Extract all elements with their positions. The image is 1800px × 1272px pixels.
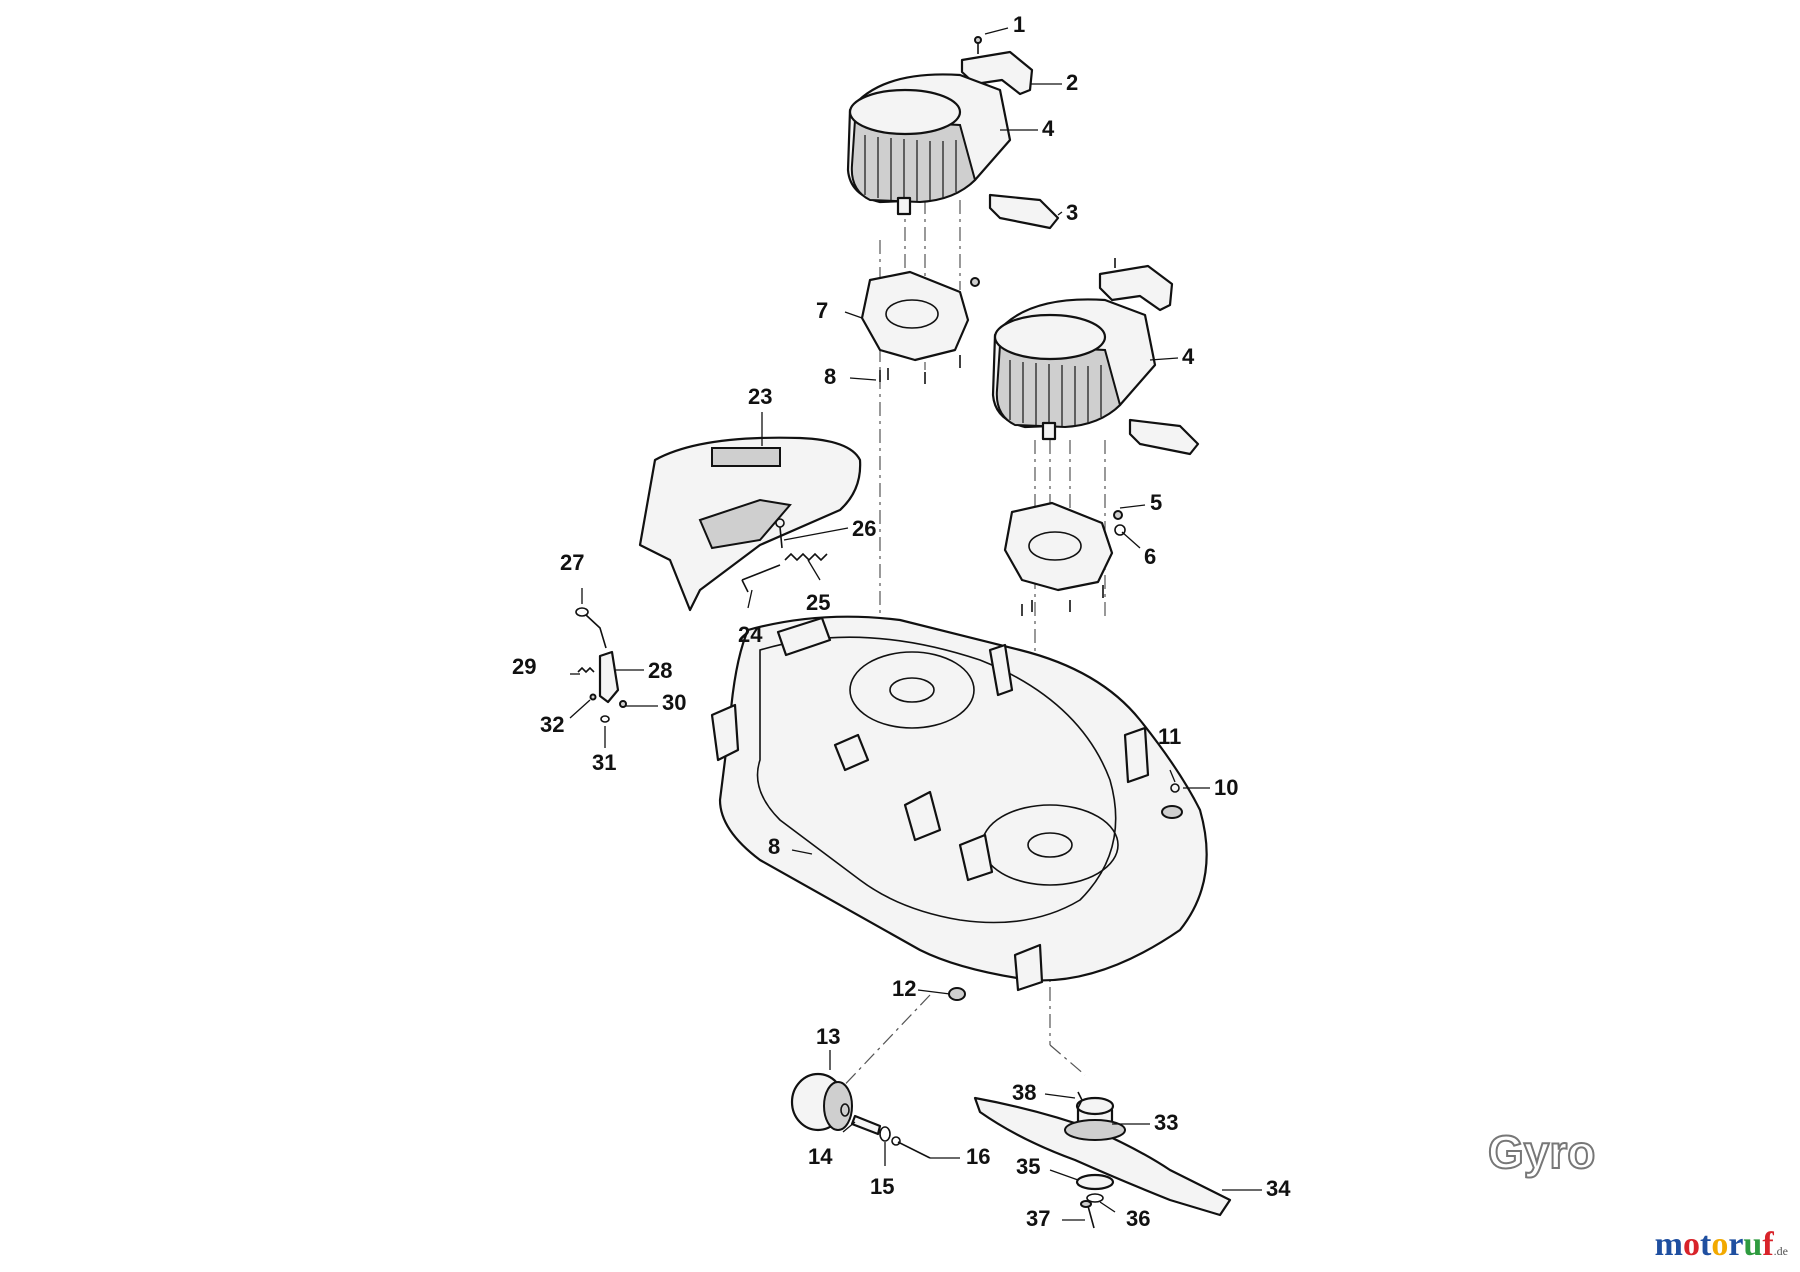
callout-16: 16 bbox=[966, 1144, 990, 1169]
mounting-plate-2 bbox=[1003, 501, 1126, 592]
watermark-suffix: .de bbox=[1773, 1244, 1788, 1258]
screws-8-upper bbox=[879, 355, 961, 384]
blade-34 bbox=[973, 1096, 1232, 1217]
callout-4a: 4 bbox=[1042, 116, 1055, 141]
callout-34: 34 bbox=[1266, 1176, 1291, 1201]
blade-hub-33 bbox=[1064, 1096, 1126, 1141]
watermark-letter: m bbox=[1654, 1226, 1683, 1263]
callout-2: 2 bbox=[1066, 70, 1078, 95]
callout-13: 13 bbox=[816, 1024, 840, 1049]
brand-label-gyro: Gyro bbox=[1488, 1126, 1595, 1178]
watermark-letter: r bbox=[1728, 1226, 1744, 1263]
small-parts-30-32 bbox=[589, 693, 627, 723]
callout-29: 29 bbox=[512, 654, 536, 679]
watermark-letter: o bbox=[1683, 1226, 1700, 1263]
rod-27 bbox=[575, 607, 607, 649]
callout-3: 3 bbox=[1066, 200, 1078, 225]
mower-deck bbox=[710, 615, 1208, 992]
lower-clip-2 bbox=[1128, 418, 1200, 456]
callout-8a: 8 bbox=[824, 364, 836, 389]
motor-housing-1 bbox=[846, 73, 1012, 216]
mounting-plate-7 bbox=[860, 270, 980, 362]
key-38 bbox=[1077, 1091, 1083, 1109]
watermark-letter: t bbox=[1700, 1226, 1712, 1263]
callout-32: 32 bbox=[540, 712, 564, 737]
callout-33: 33 bbox=[1154, 1110, 1178, 1135]
washer-15 bbox=[879, 1126, 891, 1142]
callout-6: 6 bbox=[1144, 544, 1156, 569]
callout-10: 10 bbox=[1214, 775, 1238, 800]
motor-housing-2 bbox=[991, 298, 1157, 441]
nut-12 bbox=[948, 987, 966, 1001]
pin-26 bbox=[775, 518, 785, 549]
callout-11: 11 bbox=[1158, 724, 1181, 749]
callout-23: 23 bbox=[748, 384, 772, 409]
callout-31: 31 bbox=[592, 750, 616, 775]
deflector-chute-23 bbox=[638, 436, 862, 612]
callout-12: 12 bbox=[892, 976, 916, 1001]
callout-5: 5 bbox=[1150, 490, 1162, 515]
top-clip-2 bbox=[1098, 258, 1174, 312]
callout-4b: 4 bbox=[1182, 344, 1195, 369]
watermark-letter: u bbox=[1743, 1226, 1763, 1263]
callout-27: 27 bbox=[560, 550, 584, 575]
callout-labels: 1 2 3 4 4 5 6 7 8 8 10 11 12 13 14 15 16… bbox=[512, 12, 1291, 1231]
leader-lines bbox=[569, 27, 1262, 1221]
lower-clip-3 bbox=[988, 193, 1060, 230]
spring-25 bbox=[784, 552, 828, 562]
bolt-16 bbox=[891, 1136, 931, 1159]
callout-36: 36 bbox=[1126, 1206, 1150, 1231]
bolt-37 bbox=[1080, 1200, 1095, 1229]
spring-29 bbox=[577, 666, 595, 674]
rod-24 bbox=[741, 564, 781, 593]
callout-28: 28 bbox=[648, 658, 672, 683]
wheel-13 bbox=[790, 1072, 853, 1132]
callout-14: 14 bbox=[808, 1144, 833, 1169]
callout-35: 35 bbox=[1016, 1154, 1040, 1179]
watermark-letter: o bbox=[1711, 1226, 1729, 1263]
watermark-letter: f bbox=[1762, 1226, 1774, 1263]
washer-35 bbox=[1075, 1173, 1115, 1191]
lever-28 bbox=[598, 650, 620, 704]
callout-8b: 8 bbox=[768, 834, 780, 859]
callout-1: 1 bbox=[1013, 12, 1025, 37]
screws-lower bbox=[1021, 585, 1104, 616]
callout-25: 25 bbox=[806, 590, 830, 615]
callout-15: 15 bbox=[870, 1174, 894, 1199]
top-clip-1 bbox=[960, 36, 1034, 96]
watermark-logo: motoruf.de bbox=[1655, 1226, 1788, 1264]
washer-36 bbox=[1086, 1193, 1104, 1203]
callout-24: 24 bbox=[738, 622, 763, 647]
callout-7: 7 bbox=[816, 298, 828, 323]
callout-30: 30 bbox=[662, 690, 686, 715]
bushing-14 bbox=[850, 1114, 882, 1136]
callout-37: 37 bbox=[1026, 1206, 1050, 1231]
callout-26: 26 bbox=[852, 516, 876, 541]
callout-38: 38 bbox=[1012, 1080, 1036, 1105]
